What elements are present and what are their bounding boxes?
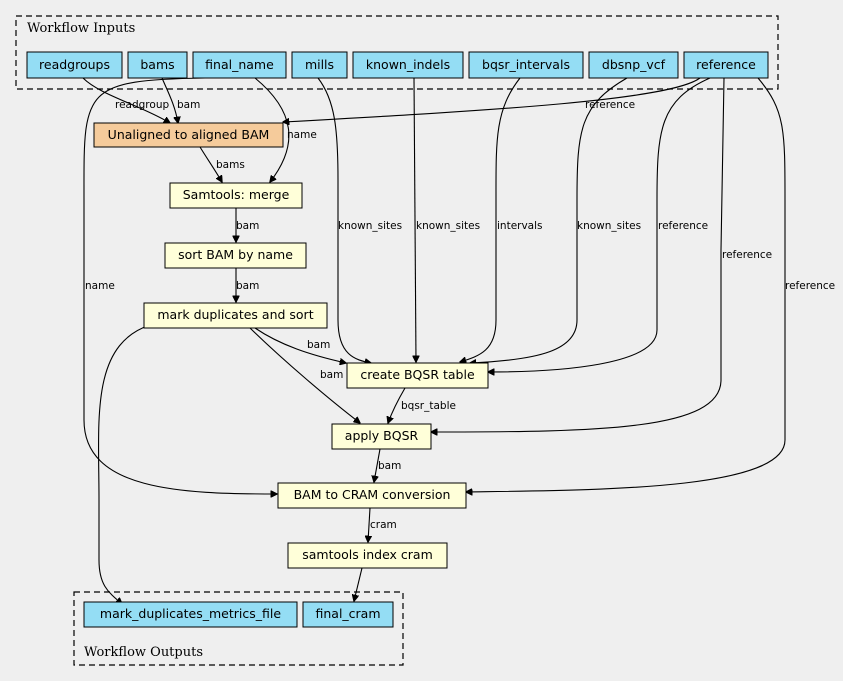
edge-index-finalcram: [354, 567, 363, 601]
edge-label-bqsr-table: bqsr_table: [401, 400, 456, 412]
input-node-final-name[interactable]: final_name: [192, 51, 287, 79]
step-label-bqsr-table: create BQSR table: [360, 367, 475, 382]
step-node-cram-conversion[interactable]: BAM to CRAM conversion: [277, 482, 467, 509]
edge-label-known-sites-indels: known_sites: [416, 220, 480, 232]
edge-reference-unaligned: [283, 77, 701, 122]
input-label-dbsnp-vcf: dbsnp_vcf: [602, 57, 666, 72]
input-label-final-name: final_name: [205, 57, 274, 72]
step-label-merge: Samtools: merge: [183, 187, 290, 202]
input-label-readgroups: readgroups: [39, 57, 110, 72]
step-label-unaligned: Unaligned to aligned BAM: [108, 127, 270, 142]
edge-readgroups-unaligned: [82, 77, 170, 123]
input-node-mills[interactable]: mills: [291, 51, 348, 79]
step-node-apply-bqsr[interactable]: apply BQSR: [331, 423, 432, 450]
step-node-merge[interactable]: Samtools: merge: [169, 182, 303, 209]
edge-cram-index: [368, 507, 370, 542]
edge-reference-bqsr: [488, 77, 711, 372]
edge-intervals-bqsr: [460, 77, 521, 362]
edge-unaligned-merge: [199, 146, 222, 182]
input-label-reference: reference: [696, 57, 756, 72]
edge-label-ref-unaligned: reference: [585, 99, 635, 111]
step-node-bqsr-table[interactable]: create BQSR table: [346, 362, 489, 389]
step-label-index-cram: samtools index cram: [302, 547, 433, 562]
edge-dbsnp-bqsr: [470, 77, 628, 363]
step-node-sort[interactable]: sort BAM by name: [164, 242, 307, 269]
step-label-apply-bqsr: apply BQSR: [345, 428, 419, 443]
output-node-final-cram[interactable]: final_cram: [302, 601, 394, 628]
edges: [82, 77, 786, 604]
edge-markdup-metrics: [97, 324, 151, 604]
edge-finalname-cram: [83, 77, 277, 494]
edge-label-bams: bams: [216, 159, 245, 171]
input-nodes: readgroups bams final_name mills known_i…: [26, 51, 769, 79]
edge-label-cram: cram: [370, 519, 397, 531]
output-nodes: mark_duplicates_metrics_file final_cram: [83, 601, 394, 628]
edge-label-name-merge: name: [287, 129, 317, 141]
input-node-bqsr-intervals[interactable]: bqsr_intervals: [468, 51, 584, 79]
edge-labels: readgroup bam reference name bams bam ba…: [85, 99, 835, 531]
workflow-outputs-label: Workflow Outputs: [84, 645, 203, 660]
input-node-reference[interactable]: reference: [683, 51, 769, 79]
edge-label-ref-apply: reference: [722, 249, 772, 261]
edge-mills-bqsr: [317, 77, 371, 363]
edge-bqsrtable-apply: [388, 387, 406, 423]
edge-label-intervals: intervals: [497, 220, 543, 232]
step-label-cram-conversion: BAM to CRAM conversion: [294, 487, 451, 502]
edge-label-name-cram: name: [85, 280, 115, 292]
input-node-dbsnp-vcf[interactable]: dbsnp_vcf: [588, 51, 679, 79]
edge-finalname-merge: [254, 77, 290, 182]
output-node-metrics[interactable]: mark_duplicates_metrics_file: [83, 601, 298, 628]
output-label-final-cram: final_cram: [315, 606, 380, 621]
edge-reference-apply: [431, 77, 725, 432]
step-node-unaligned[interactable]: Unaligned to aligned BAM: [93, 122, 284, 148]
edge-label-ref-cram: reference: [785, 280, 835, 292]
edge-markdup-apply: [249, 327, 360, 423]
edge-label-bam-mark-bqsr: bam: [307, 339, 330, 351]
input-node-known-indels[interactable]: known_indels: [352, 51, 464, 79]
step-label-markdup: mark duplicates and sort: [157, 307, 313, 322]
edge-markdup-bqsr: [254, 327, 346, 363]
output-label-metrics: mark_duplicates_metrics_file: [100, 606, 281, 621]
edge-label-bam-sort-mark: bam: [236, 280, 259, 292]
step-node-markdup[interactable]: mark duplicates and sort: [143, 302, 328, 329]
input-label-mills: mills: [305, 57, 334, 72]
edge-label-bam-in: bam: [177, 99, 200, 111]
workflow-inputs-label: Workflow Inputs: [27, 21, 135, 36]
edge-label-ref-bqsr: reference: [658, 220, 708, 232]
edge-label-readgroup: readgroup: [115, 99, 169, 111]
workflow-inputs-cluster: [15, 15, 779, 90]
edge-apply-cram: [374, 448, 381, 482]
edge-bams-unaligned: [161, 77, 178, 123]
input-label-bqsr-intervals: bqsr_intervals: [482, 57, 570, 72]
edge-label-bam-apply-cram: bam: [378, 460, 401, 472]
edge-reference-cram: [466, 77, 786, 492]
edge-label-bam-merge-sort: bam: [236, 220, 259, 232]
step-label-sort: sort BAM by name: [178, 247, 293, 262]
edge-label-known-sites-dbsnp: known_sites: [577, 220, 641, 232]
edge-label-bam-mark-apply: bam: [320, 369, 343, 381]
step-nodes: Unaligned to aligned BAM Samtools: merge…: [93, 122, 489, 569]
workflow-outputs-cluster: [73, 591, 404, 666]
step-node-index-cram[interactable]: samtools index cram: [287, 542, 448, 569]
input-node-readgroups[interactable]: readgroups: [26, 51, 123, 79]
input-node-bams[interactable]: bams: [127, 51, 188, 79]
input-label-known-indels: known_indels: [366, 57, 450, 72]
edge-label-known-sites-mills: known_sites: [338, 220, 402, 232]
edge-knownindels-bqsr: [414, 77, 416, 362]
input-label-bams: bams: [140, 57, 174, 72]
